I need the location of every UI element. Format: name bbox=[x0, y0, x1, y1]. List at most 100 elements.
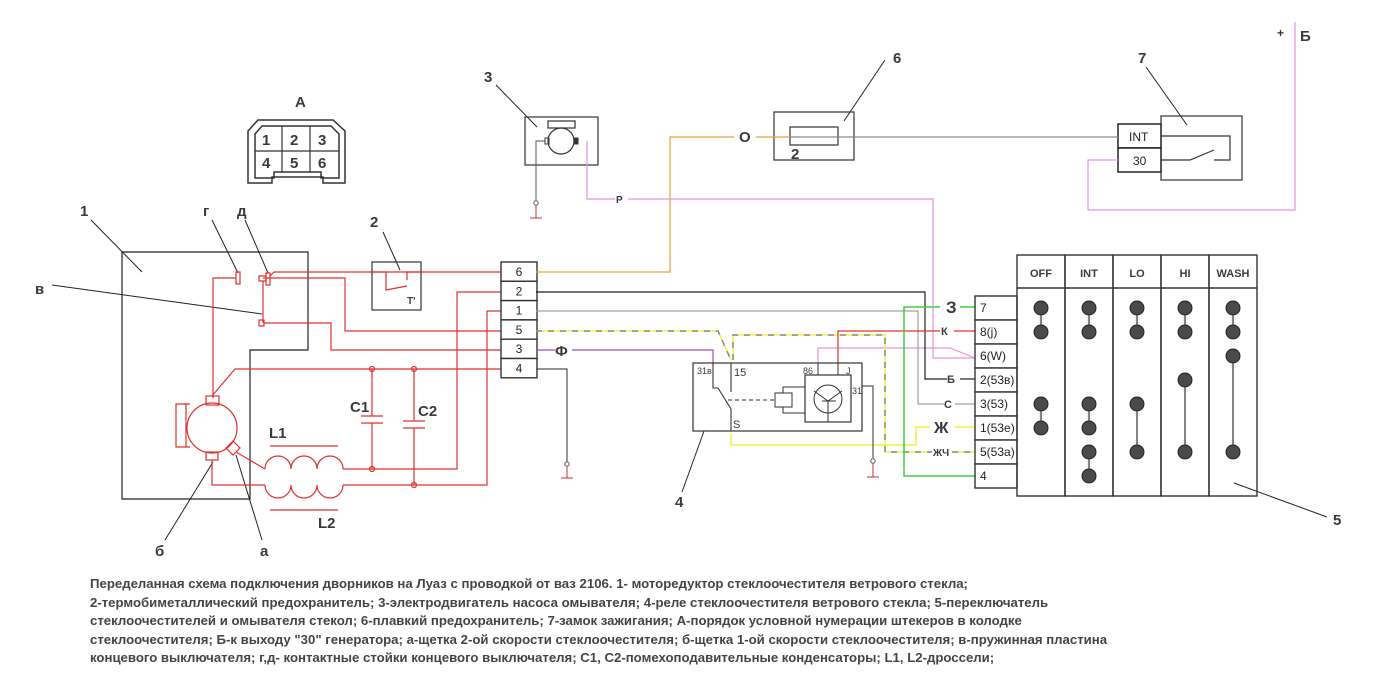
switch-position-lo: LO bbox=[1129, 268, 1145, 280]
relay-pin-31v: 31в bbox=[697, 366, 712, 376]
plug-pin-label: 2 bbox=[516, 284, 523, 298]
switch-contact-dot bbox=[1081, 444, 1097, 460]
washer-pump-terminal bbox=[573, 137, 579, 145]
junction-dot bbox=[410, 481, 418, 489]
thermal-fuse: T' bbox=[371, 261, 422, 311]
callout-b-leader bbox=[164, 461, 214, 541]
ignition-switch: INT 30 bbox=[1117, 115, 1243, 181]
wire-label-B: Б bbox=[947, 374, 955, 386]
callout-3-leader bbox=[495, 84, 538, 128]
switch-contact-dot bbox=[1033, 396, 1049, 412]
caption-line: стеклоочестителей и омывателя стекол; 6-… bbox=[90, 613, 1022, 629]
fuse-element-icon bbox=[789, 126, 839, 146]
washer-pump-icon bbox=[547, 120, 576, 129]
callout-7: 7 bbox=[1138, 50, 1146, 67]
wire-label-Z: З bbox=[946, 298, 957, 317]
motor-reducer-housing bbox=[121, 251, 309, 500]
wire-ground bbox=[536, 368, 568, 462]
callout-2: 2 bbox=[370, 214, 378, 231]
switch-contact-dot bbox=[1225, 348, 1241, 364]
capacitor-C1-label: C1 bbox=[350, 399, 369, 416]
callout-3: 3 bbox=[484, 69, 492, 86]
wire-gray bbox=[536, 310, 944, 405]
wire-red bbox=[343, 310, 503, 486]
ground-terminal bbox=[533, 200, 539, 206]
wire-yellow-striped bbox=[732, 334, 932, 453]
choke-L1-label: L1 bbox=[269, 425, 287, 442]
callout-2-leader bbox=[382, 231, 401, 271]
ground-terminal bbox=[870, 458, 876, 464]
connector-A-outline bbox=[247, 119, 346, 184]
plug-pin-label: 6 bbox=[516, 265, 523, 279]
callout-4-leader bbox=[681, 419, 709, 493]
switch-contact-dot bbox=[1081, 324, 1097, 340]
relay-pin-31: 31 bbox=[852, 386, 862, 396]
caption-line: концевого выключателя; г,д- контактные с… bbox=[90, 650, 995, 666]
switch-contact-dot bbox=[1129, 300, 1145, 316]
washer-pump-motor-icon bbox=[547, 127, 575, 155]
relay-coil-wire bbox=[782, 386, 805, 393]
wire-pink bbox=[1087, 22, 1296, 211]
wire-red bbox=[837, 330, 940, 370]
switch-pin bbox=[974, 319, 1018, 345]
switch-pin bbox=[974, 439, 1018, 465]
switch-pin-label: 1(53е) bbox=[980, 421, 1015, 435]
wire-yellow bbox=[730, 426, 930, 446]
callout-5: 5 bbox=[1333, 512, 1341, 529]
plug-pin-label: 5 bbox=[516, 323, 523, 337]
switch-position-int: INT bbox=[1080, 268, 1098, 280]
wire-label-O: О bbox=[739, 129, 751, 146]
wire-purple bbox=[572, 349, 714, 370]
wire-label-F: Ф bbox=[555, 343, 568, 360]
switch-pin-label: 2(53в) bbox=[980, 373, 1014, 387]
callout-g: г bbox=[203, 203, 209, 220]
caption-line: стеклоочестителя; Б-к выходу "30" генера… bbox=[90, 631, 1108, 647]
ignition-pin-30-label: 30 bbox=[1133, 154, 1147, 168]
wire-label-P: Р bbox=[616, 195, 623, 206]
fuse: 2 bbox=[773, 111, 855, 163]
switch-contact-dot bbox=[1033, 420, 1049, 436]
callout-6: 6 bbox=[893, 50, 901, 67]
connector-A-pin: 2 bbox=[290, 132, 298, 149]
wire-label-K: К bbox=[941, 326, 948, 338]
wire-pink bbox=[817, 347, 976, 370]
choke-L2-icon bbox=[264, 484, 344, 499]
junction-dot bbox=[410, 365, 418, 373]
switch-contact-dot bbox=[1177, 324, 1193, 340]
relay-pin-J: J bbox=[846, 366, 851, 376]
callout-1-leader bbox=[90, 219, 143, 273]
callout-plus: + bbox=[1277, 26, 1284, 40]
switch-position-wash: WASH bbox=[1217, 268, 1250, 280]
motor-magnet bbox=[185, 403, 190, 448]
wire-labels: О Р Ф З К Б С Ж ЖЧ bbox=[555, 129, 957, 459]
connector-A: А 1 2 3 4 5 6 bbox=[247, 94, 346, 184]
relay-pin-15: 15 bbox=[734, 367, 746, 379]
switch-contact-dot bbox=[1033, 300, 1049, 316]
ignition-contact bbox=[1161, 135, 1231, 161]
callout-v-leader bbox=[51, 284, 263, 315]
connector-A-inner bbox=[254, 125, 340, 179]
callout-labels: 1 г д в 2 3 6 7 + Б 4 5 б а bbox=[35, 26, 1341, 560]
wire-ground bbox=[535, 140, 545, 202]
switch-contact-dot bbox=[1033, 324, 1049, 340]
choke-L2-label: L2 bbox=[318, 515, 336, 532]
callout-a: а bbox=[260, 543, 269, 560]
callout-d-leader bbox=[244, 219, 269, 274]
switch-contact-dot bbox=[1177, 300, 1193, 316]
wire-label-S: С bbox=[944, 399, 952, 411]
wire-label-Zh: Ж bbox=[933, 420, 949, 437]
switch-pin-label: 7 bbox=[980, 301, 987, 315]
junction-dot bbox=[368, 365, 376, 373]
wire-red bbox=[269, 271, 503, 277]
thermal-fuse-contact bbox=[372, 271, 408, 291]
washer-pump bbox=[524, 116, 599, 219]
thermal-fuse-contact bbox=[406, 271, 421, 280]
wire-yellow-striped bbox=[536, 330, 732, 361]
wire-red bbox=[211, 460, 265, 486]
wire-pink bbox=[628, 198, 975, 359]
switch-contact-dot bbox=[1081, 396, 1097, 412]
thermal-fuse-box bbox=[371, 261, 422, 311]
switch-contact-dot bbox=[1225, 324, 1241, 340]
wire-red bbox=[264, 322, 503, 351]
